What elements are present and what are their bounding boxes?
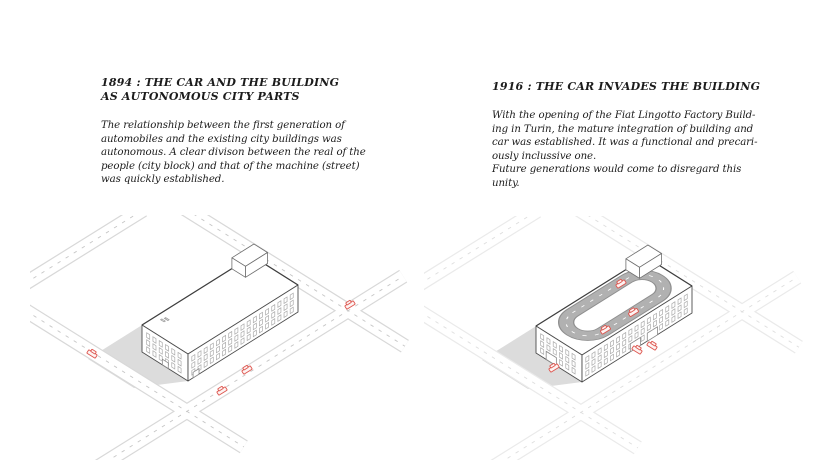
rooftop-structure bbox=[231, 243, 268, 278]
car-icon bbox=[548, 362, 560, 373]
left-face-windows bbox=[147, 333, 181, 377]
track-cars bbox=[600, 278, 639, 335]
illustration-1894 bbox=[30, 215, 409, 460]
street-centerlines bbox=[30, 215, 406, 460]
street-grid bbox=[30, 215, 409, 460]
car-icon bbox=[86, 348, 98, 359]
car-icon bbox=[628, 307, 639, 317]
car-entrance-notch bbox=[647, 327, 657, 341]
front-face-windows bbox=[586, 294, 687, 379]
roof-vents bbox=[161, 317, 169, 322]
car-icon bbox=[646, 340, 658, 351]
entrance-cars bbox=[548, 340, 658, 373]
building-shadow bbox=[88, 283, 252, 388]
building-1894 bbox=[141, 243, 299, 382]
car-icon bbox=[241, 364, 253, 375]
panel-1894-body: The relationship between the first gener… bbox=[101, 120, 366, 185]
car-icon bbox=[344, 299, 356, 310]
car-entrance-notch bbox=[546, 351, 556, 365]
car-icon bbox=[216, 385, 228, 396]
panel-1916-body: With the opening of the Fiat Lingotto Fa… bbox=[492, 110, 758, 189]
entrance-door bbox=[162, 359, 168, 368]
left-face-windows bbox=[541, 334, 575, 378]
building-shadow bbox=[482, 284, 646, 389]
street-centerlines bbox=[424, 216, 800, 460]
panel-1916-text: 1916 : THE CAR INVADES THE BUILDING With… bbox=[492, 80, 761, 190]
front-face-windows bbox=[192, 293, 293, 378]
rooftop-structure bbox=[625, 244, 662, 279]
street-cars bbox=[86, 299, 356, 396]
illustration-1916 bbox=[424, 216, 803, 460]
building-1916 bbox=[535, 244, 693, 383]
car-icon bbox=[600, 324, 611, 335]
car-icon bbox=[631, 344, 643, 355]
panel-1894-title: 1894 : THE CAR AND THE BUILDING AS AUTON… bbox=[101, 76, 340, 103]
panel-1894-text: 1894 : THE CAR AND THE BUILDING AS AUTON… bbox=[101, 76, 366, 187]
car-icon bbox=[615, 278, 627, 289]
panel-1916-title: 1916 : THE CAR INVADES THE BUILDING bbox=[492, 80, 761, 93]
entrance-door bbox=[193, 369, 199, 378]
